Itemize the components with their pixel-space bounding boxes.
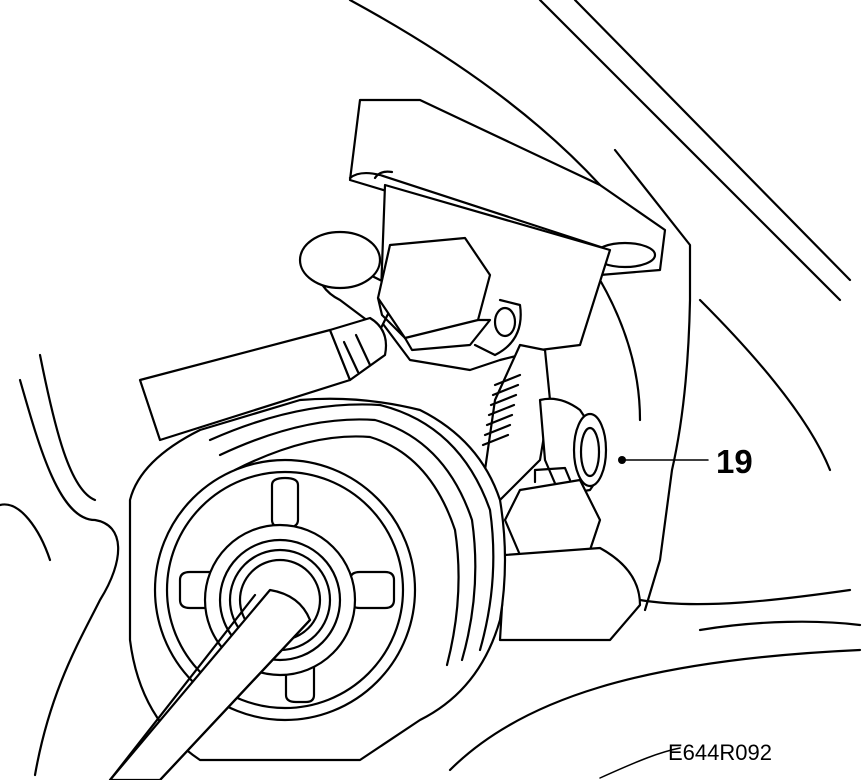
callout-number: 19 bbox=[716, 443, 753, 480]
fender-contour bbox=[0, 353, 120, 777]
callout-leader-dot bbox=[618, 456, 626, 464]
ball-joint bbox=[498, 397, 642, 642]
hex-bolt bbox=[298, 230, 492, 352]
brake-hose bbox=[138, 316, 388, 442]
callout-19: 19 bbox=[618, 443, 753, 480]
body-panel-lines bbox=[348, 0, 862, 772]
figure-code: E644R092 bbox=[668, 740, 772, 765]
figure-code-group: E644R092 bbox=[599, 740, 772, 779]
drive-shaft bbox=[108, 588, 312, 780]
